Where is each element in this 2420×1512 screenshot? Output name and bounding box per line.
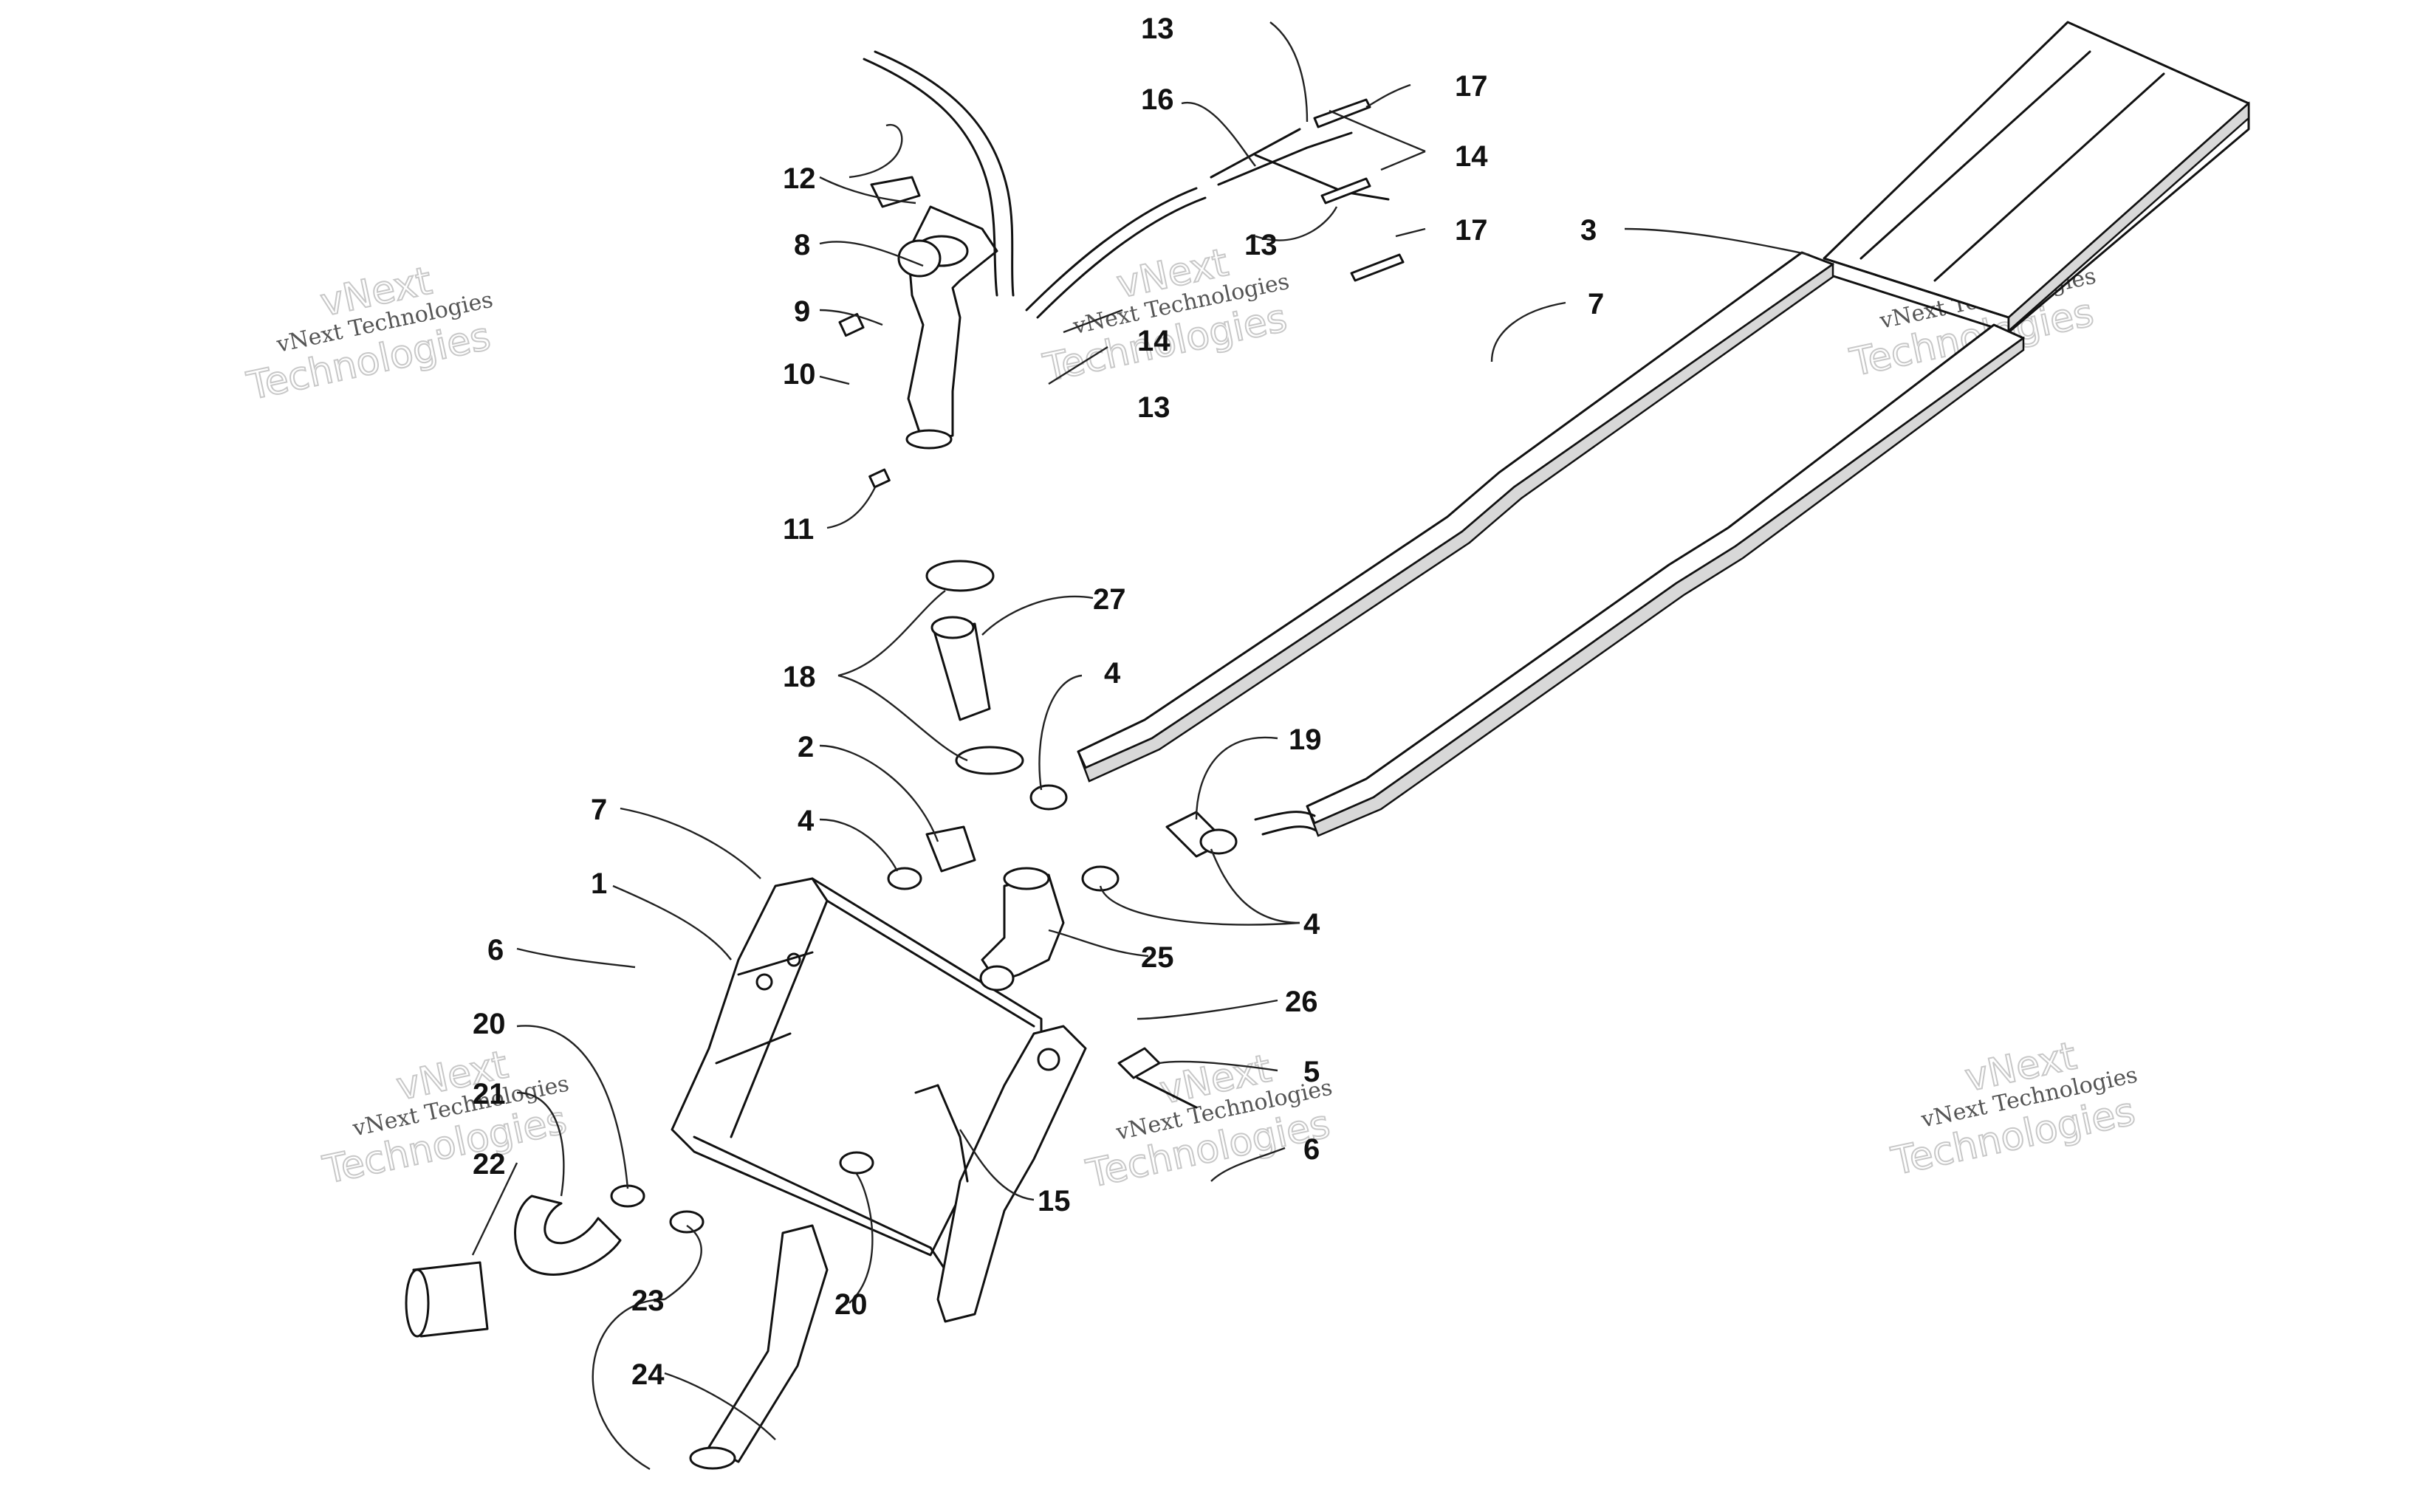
callout-4: 4 bbox=[1104, 657, 1121, 690]
callout-2: 2 bbox=[798, 731, 814, 763]
callout-5: 5 bbox=[1303, 1056, 1320, 1088]
callout-4: 4 bbox=[1303, 908, 1320, 941]
y-tee bbox=[979, 867, 1065, 992]
radiator-frame bbox=[671, 877, 1043, 1271]
callout-10: 10 bbox=[783, 358, 816, 391]
callout-labels: 13 16 17 14 13 17 14 13 3 7 12 8 9 10 11… bbox=[473, 13, 1604, 1391]
connector-hoses bbox=[887, 784, 1238, 892]
callout-22: 22 bbox=[473, 1148, 506, 1181]
callout-17: 17 bbox=[1455, 214, 1488, 247]
lower-hoses bbox=[405, 1151, 874, 1470]
callout-6: 6 bbox=[1303, 1133, 1320, 1166]
watermark-top-left: vNext vNext Technologies Technologies bbox=[242, 258, 495, 410]
callout-14: 14 bbox=[1137, 325, 1170, 357]
callout-18: 18 bbox=[783, 661, 816, 693]
callout-20: 20 bbox=[834, 1288, 868, 1321]
overflow-hose bbox=[863, 50, 1015, 297]
callout-7: 7 bbox=[591, 794, 607, 826]
callout-26: 26 bbox=[1285, 986, 1318, 1018]
callout-4: 4 bbox=[798, 805, 815, 837]
callout-15: 15 bbox=[1038, 1185, 1071, 1217]
watermark-bottom-center: vNext vNext Technologies Technologies bbox=[1082, 1046, 1334, 1197]
side-bracket bbox=[914, 1025, 1087, 1323]
callout-24: 24 bbox=[631, 1358, 665, 1391]
callout-13: 13 bbox=[1244, 229, 1278, 261]
callout-13: 13 bbox=[1141, 13, 1174, 45]
callout-9: 9 bbox=[794, 295, 810, 328]
callout-13: 13 bbox=[1137, 391, 1170, 424]
callout-14: 14 bbox=[1455, 140, 1488, 173]
upper-hose bbox=[925, 560, 1024, 775]
callout-19: 19 bbox=[1289, 724, 1322, 756]
leader-lines bbox=[471, 21, 1810, 1471]
callout-3: 3 bbox=[1580, 214, 1597, 247]
heat-exchanger-panel bbox=[1077, 21, 2250, 837]
callout-20: 20 bbox=[473, 1008, 506, 1040]
callout-17: 17 bbox=[1455, 70, 1488, 103]
callout-1: 1 bbox=[591, 867, 607, 900]
callout-16: 16 bbox=[1141, 83, 1174, 116]
callout-25: 25 bbox=[1141, 941, 1174, 974]
callout-6: 6 bbox=[487, 934, 504, 966]
callout-21: 21 bbox=[473, 1078, 506, 1110]
filler-neck bbox=[838, 176, 998, 489]
bleed-hoses bbox=[1025, 98, 1405, 319]
callout-27: 27 bbox=[1093, 583, 1126, 616]
callout-7: 7 bbox=[1588, 288, 1604, 320]
callout-11: 11 bbox=[783, 513, 814, 546]
watermark-bottom-right: vNext vNext Technologies Technologies bbox=[1887, 1034, 2139, 1185]
callout-23: 23 bbox=[631, 1285, 665, 1317]
callout-12: 12 bbox=[783, 162, 816, 195]
callout-8: 8 bbox=[794, 229, 810, 261]
watermark-bottom-left: vNext vNext Technologies Technologies bbox=[318, 1042, 571, 1193]
